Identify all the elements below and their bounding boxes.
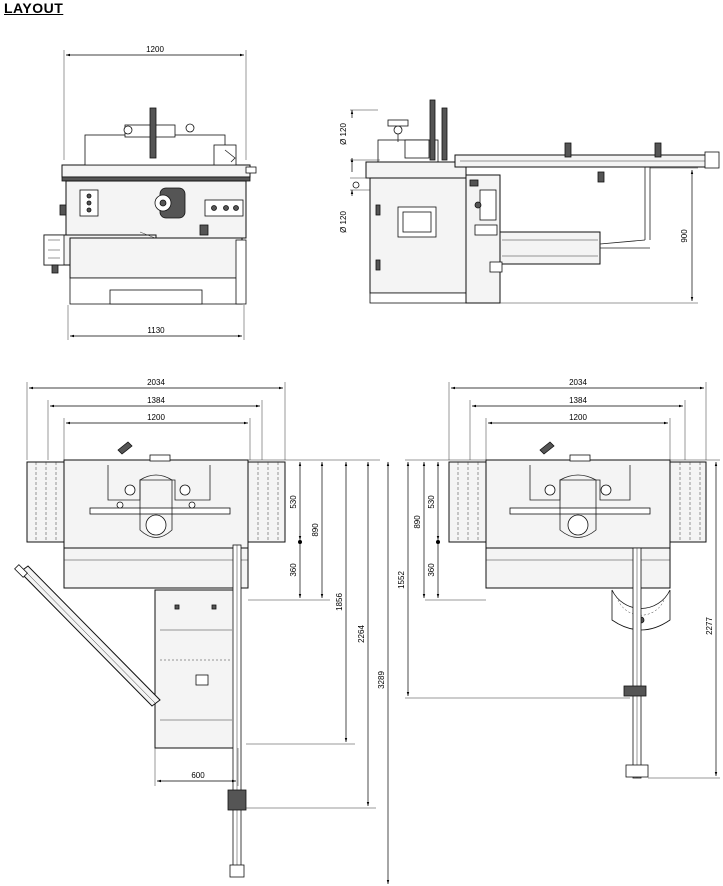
plan-left-front-label: 530 [289,495,298,509]
plan-right-mid-label: 1384 [569,396,587,405]
plan-right-extension-right [669,461,707,543]
front-base-label: 1130 [147,326,165,335]
side-upper-diameter-label: Ø 120 [339,123,348,145]
plan-left-1856-label: 1856 [335,593,344,611]
front-view: 1200 [43,45,257,340]
plan-left-spindle [145,514,167,536]
plan-left-diagonal-arm [19,565,161,707]
plan-left-table-depth-label: 890 [311,523,320,537]
plan-right-table-depth-label: 890 [413,515,422,529]
side-view: Ø 120 Ø 120 900 [339,99,720,304]
plan-right-1552-label: 1552 [397,571,406,589]
plan-left-fence [89,507,231,515]
plan-right-spindle [567,514,589,536]
front-table-top [61,164,251,178]
side-lower-diameter-label: Ø 120 [339,211,348,233]
plan-left-table-label: 1200 [147,413,165,422]
front-top-label: 1200 [146,45,164,54]
side-table [365,161,467,179]
plan-right-overall-label: 2034 [569,378,587,387]
plan-left-carriage [154,589,238,749]
plan-view-left: 2034 1384 1200 [14,378,390,884]
layout-title: LAYOUT [4,0,64,16]
plan-left-mid-label: 1384 [147,396,165,405]
plan-right-rear-label: 360 [427,563,436,577]
front-spindle-post [149,107,157,159]
plan-left-rear-label: 360 [289,563,298,577]
plan-left-2264-label: 2264 [357,625,366,643]
side-height-label: 900 [680,229,689,243]
side-carriage-arm [499,231,601,265]
plan-left-overall-label: 2034 [147,378,165,387]
plan-right-table-label: 1200 [569,413,587,422]
plan-right-front-label: 530 [427,495,436,509]
plan-left-3289-label: 3289 [377,671,386,689]
plan-left-carriage-label: 600 [191,771,205,780]
plan-right-fence [509,507,651,515]
plan-view-right: 2034 1384 1200 [397,378,720,779]
plan-right-2277-label: 2277 [705,617,714,635]
plan-left-extension-right [247,461,286,543]
